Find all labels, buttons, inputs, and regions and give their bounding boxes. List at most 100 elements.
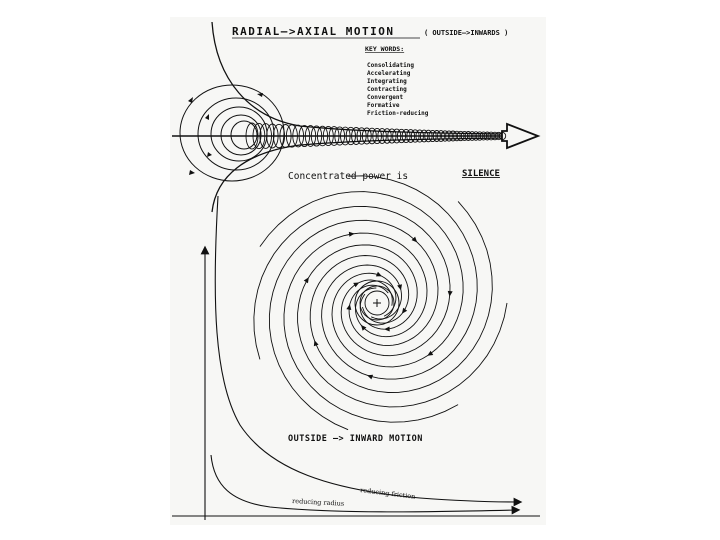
chain-loop [351,127,362,145]
diagram-paper [170,17,546,525]
spiral-arrow-icon [397,284,402,291]
chain-loop [479,131,488,141]
vortex-spiral [253,175,508,431]
spiral-arrow-icon [348,231,355,237]
spiral-arm [309,201,493,393]
chain-loop [491,131,499,141]
loop [230,120,258,150]
big-arrow-icon [501,122,541,150]
chain-loop [322,125,334,147]
key-word: Formative [367,102,400,109]
key-word: Integrating [367,78,407,85]
chain-loop [356,127,367,145]
title-main: RADIAL—>AXIAL MOTION [232,25,394,38]
key-word: Accelerating [367,70,411,77]
chain-loop [367,127,377,145]
chain-loop [340,126,351,146]
loop [197,97,275,171]
chain-loop [437,130,445,142]
chain-loop [285,124,298,148]
chain-loop [279,124,292,148]
chain-loop [292,124,305,148]
key-word: Convergent [367,94,404,101]
chain-loop [410,129,420,143]
spiral-arm [283,232,459,423]
chain-loop [468,131,476,141]
key-words-heading: KEY WORDS: [365,45,404,53]
chain-loop [464,131,472,141]
loop-arrow-icon [188,97,193,103]
spiral-arrow-icon [360,324,367,331]
inner-ring [364,290,390,316]
loop-arrow-icon [189,170,195,175]
chain-loop [245,122,259,150]
chain-loop [298,124,311,148]
chain-loop [310,125,323,147]
key-word: Contracting [367,86,407,93]
spiral-arrow-icon [303,277,309,284]
spiral-arm [268,219,439,431]
chain-loop [415,129,424,143]
chain-loop [472,131,480,141]
loop-arrow-icon [205,114,209,120]
caption-prefix: Concentrated power is [288,171,408,182]
loop-arrow-icon [207,152,212,157]
reducing-friction-curve [214,195,523,507]
label-reducing-friction: reducing friction [360,486,416,501]
nested-loops [179,84,285,182]
spiral-arrow-icon [427,350,434,356]
upper-boundary-curve [211,21,506,135]
spiral-arrow-icon [411,236,418,243]
inner-ring [359,285,395,321]
chain-loop [259,123,272,149]
spiral-arrow-icon [346,304,352,311]
key-words-list: Consolidating Accelerating Integrating C… [367,62,429,117]
inner-ring [354,280,400,326]
chain-loop [266,123,279,149]
chain-loop [334,126,346,146]
chain-loop [495,131,503,141]
key-word: Consolidating [367,62,414,69]
chain-loop [428,129,437,143]
spiral-arm [259,191,464,368]
spiral-arrow-icon [447,290,453,297]
chain-loop [392,128,402,144]
spiral-arm [253,205,451,360]
chain-loop [361,127,372,145]
spiral-arrow-icon [353,282,360,288]
chain-loop [487,131,495,141]
chain-loop [453,130,461,142]
loop [179,84,285,182]
chain-loop [345,126,356,146]
chain-loop [252,122,266,150]
chain-loop [377,128,387,144]
chain-loop [387,128,397,144]
reducing-radius-curve [210,454,521,515]
chain-loop [419,129,429,143]
spiral-arrow-icon [401,307,408,314]
spiral-arm [297,244,508,408]
chain-loop [304,125,317,147]
key-word: Friction-reducing [367,110,429,117]
chain-loop [445,130,453,142]
loop-arrow-icon [257,93,263,97]
chain-loop [424,129,433,143]
bottom-title: OUTSIDE —> INWARD MOTION [288,434,423,444]
label-reducing-radius: reducing radius [292,497,345,508]
chain-loop [441,130,449,142]
spiral-arrow-icon [313,340,319,347]
loop [220,114,262,156]
chain-loop [456,130,465,142]
chain-loop [498,131,507,141]
chain-loop [432,130,441,142]
vortex-arrows [303,231,453,380]
chain-loop [483,131,491,141]
chain-loop [328,126,340,146]
chain-loop [382,128,392,144]
caption-emphasis: SILENCE [462,169,500,179]
chain-loop [372,127,382,145]
title-sub: ( OUTSIDE—>INWARDS ) [424,29,508,37]
chain-loop [460,130,469,142]
